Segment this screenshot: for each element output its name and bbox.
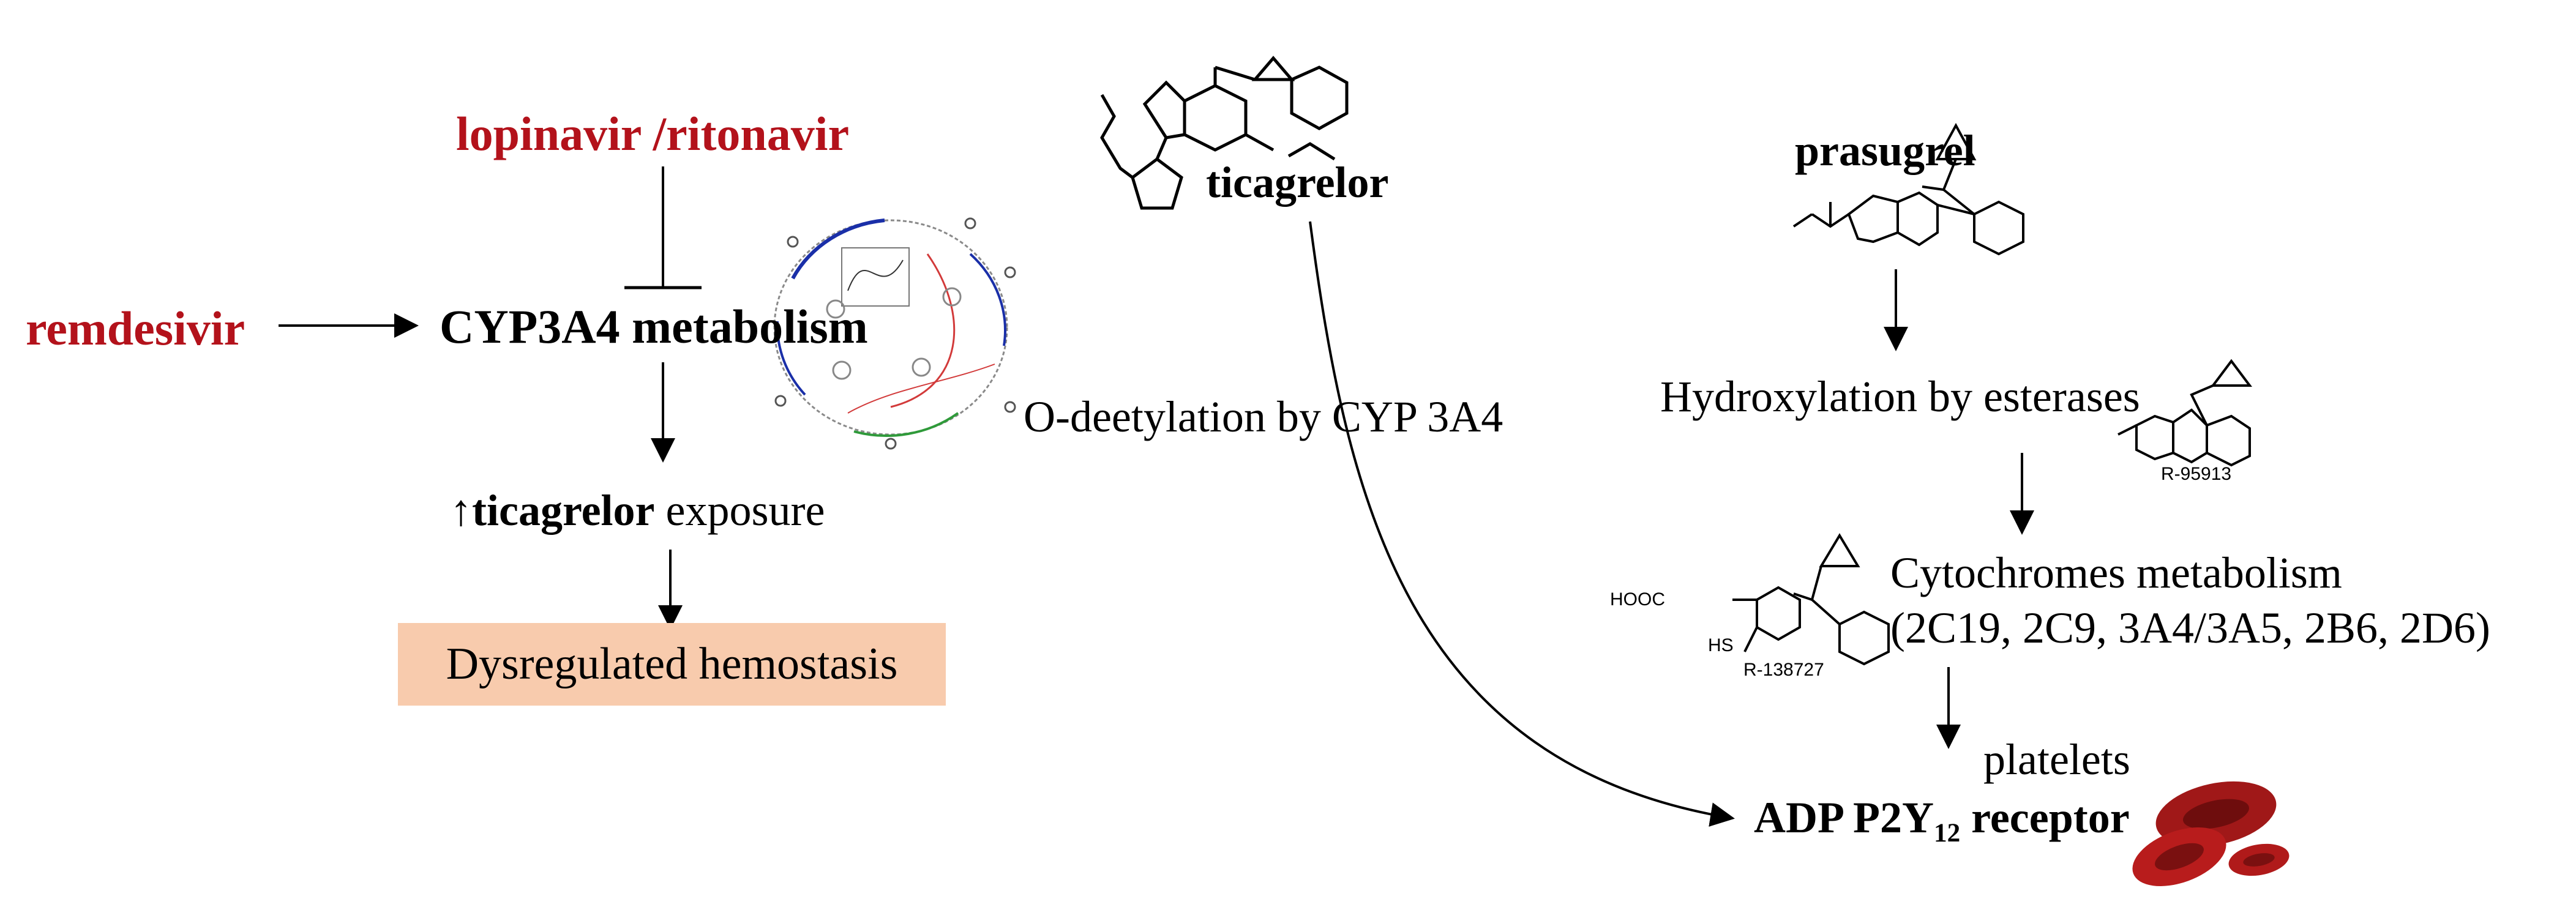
ticagrelor-curve-arrow <box>1309 221 1735 827</box>
exposure-text: exposure <box>654 486 825 535</box>
exposure-label: ↑ticagrelor exposure <box>450 488 825 532</box>
ticagrelor-structure-icon <box>1100 56 1349 210</box>
cytochromes-label-line2: (2C19, 2C9, 3A4/3A5, 2B6, 2D6) <box>1890 603 2491 652</box>
platelet-cells-icon <box>2132 781 2290 887</box>
exposure-arrow-glyph: ↑ <box>450 486 472 535</box>
ticagrelor-step-label: O-deetylation by CYP 3A4 <box>1024 392 1503 441</box>
receptor-label: ADP P2Y12 receptor <box>1754 796 2130 846</box>
inhibitor-label: lopinavir /ritonavir <box>456 107 850 160</box>
r138727-code: R-138727 <box>1743 660 1824 680</box>
prasugrel-structure-icon <box>1792 122 2024 256</box>
r95913-structure-icon <box>2117 359 2252 467</box>
cytochromes-label-line1: Cytochromes metabolism <box>1890 548 2342 597</box>
receptor-subscript: 12 <box>1933 819 1961 848</box>
outcome-box: Dysregulated hemostasis <box>398 623 946 706</box>
r138727-structure-icon <box>1732 533 1890 666</box>
r95913-code: R-95913 <box>2161 464 2232 484</box>
platelets-label: platelets <box>1983 735 2130 784</box>
ticagrelor-label: ticagrelor <box>1206 158 1389 207</box>
r138727-group-hs: HS <box>1708 635 1734 655</box>
exposure-drug: ticagrelor <box>472 486 655 535</box>
cyp-catalytic-cycle-icon <box>773 217 1016 450</box>
receptor-suffix: receptor <box>1960 793 2130 842</box>
inducer-label: remdesivir <box>26 302 245 355</box>
receptor-prefix: ADP P2Y <box>1754 793 1934 842</box>
enzyme-label: CYP3A4 metabolism <box>440 300 868 353</box>
r138727-group-hooc: HOOC <box>1610 589 1665 610</box>
hydroxylation-label: Hydroxylation by esterases <box>1660 372 2140 421</box>
prasugrel-label: prasugrel <box>1795 126 1975 175</box>
outcome-label: Dysregulated hemostasis <box>446 639 898 689</box>
